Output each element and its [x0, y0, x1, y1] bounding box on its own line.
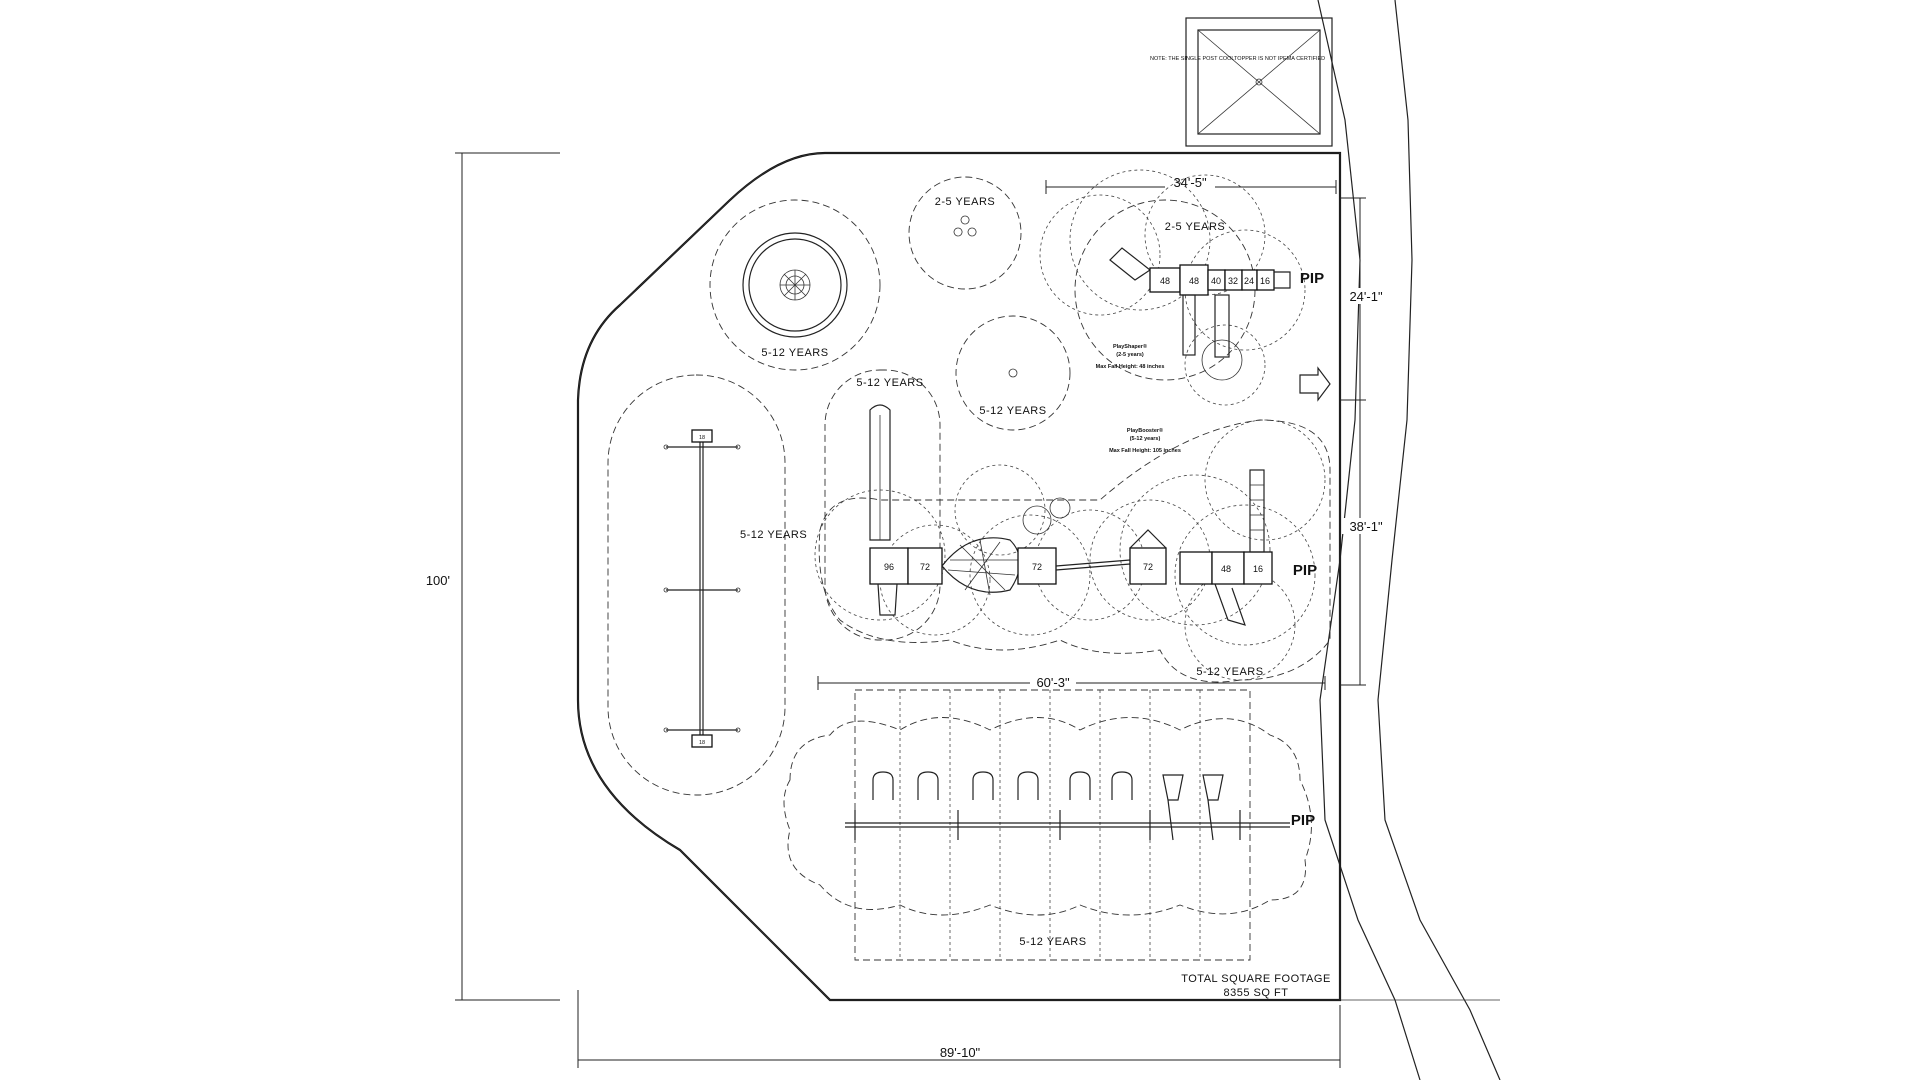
dimension-top: 34'-5"	[1045, 175, 1337, 194]
swing-width-label: 60'-3"	[1036, 675, 1070, 690]
playshaper-fall: Max Fall Height: 48 inches	[1096, 364, 1165, 370]
ps-deck-40: 40	[1211, 276, 1221, 286]
stand-spinner-age: 5-12 YEARS	[979, 405, 1046, 417]
playbooster-age: (5-12 years)	[1130, 436, 1161, 442]
swings-age: 5-12 YEARS	[1019, 936, 1086, 948]
footage-title: TOTAL SQUARE FOOTAGE	[1181, 973, 1331, 985]
dimension-width: 89'-10"	[577, 990, 1341, 1068]
zip-end-bottom: 18	[699, 740, 705, 746]
dimension-right: 24'-1" 38'-1"	[1340, 197, 1388, 686]
pb-deck-48: 48	[1221, 564, 1231, 574]
shade-note: NOTE: THE SINGLE POST COOLTOPPER IS NOT …	[1150, 56, 1325, 62]
zipline-area: 18 18 5-12 YEARS	[607, 374, 807, 796]
stand-up-spinner: 5-12 YEARS	[955, 315, 1071, 431]
shade-structure: NOTE: THE SINGLE POST COOLTOPPER IS NOT …	[1150, 17, 1333, 147]
playshaper-structure: 2-5 YEARS 48 48 40 32 24 16 PIP PlayShap…	[1039, 169, 1331, 406]
playbooster-name: PlayBooster®	[1127, 427, 1163, 434]
swing-set: 60'-3" 5-12 YEARS PIP	[783, 674, 1326, 961]
pip-label-3: PIP	[1291, 812, 1315, 829]
overall-width-label: 89'-10"	[940, 1045, 981, 1060]
slide-zone-age: 5-12 YEARS	[856, 377, 923, 389]
pip-label-1: PIP	[1300, 270, 1324, 287]
pb-deck-96: 96	[884, 562, 894, 572]
dimension-height: 100'	[426, 152, 560, 1001]
square-footage-note: TOTAL SQUARE FOOTAGE 8355 SQ FT	[1181, 973, 1331, 999]
pip-label-2: PIP	[1293, 562, 1317, 579]
slide-zone: 5-12 YEARS	[824, 369, 941, 641]
spinner-bowl: 5-12 YEARS	[709, 199, 881, 371]
ps-deck-48a: 48	[1160, 276, 1170, 286]
footage-value: 8355 SQ FT	[1224, 987, 1289, 999]
playshaper-name: PlayShaper®	[1113, 343, 1147, 350]
playshaper-age-zone: 2-5 YEARS	[1165, 221, 1226, 233]
playbooster-structure: PlayBooster® (5-12 years) Max Fall Heigh…	[814, 419, 1331, 683]
pb-deck-72a: 72	[920, 562, 930, 572]
pb-deck-72c: 72	[1143, 562, 1153, 572]
spinner-bowl-age: 5-12 YEARS	[761, 347, 828, 359]
toddler-spinner-age: 2-5 YEARS	[935, 196, 996, 208]
zipline-age: 5-12 YEARS	[740, 529, 807, 541]
pb-deck-72b: 72	[1032, 562, 1042, 572]
zip-end-top: 18	[699, 435, 705, 441]
playbooster-fall: Max Fall Height: 105 inches	[1109, 448, 1181, 454]
toddler-spinner: 2-5 YEARS	[908, 176, 1022, 290]
right-upper-label: 24'-1"	[1349, 289, 1383, 304]
playground-boundary	[576, 151, 1342, 1002]
ps-deck-48b: 48	[1189, 276, 1199, 286]
playshaper-age: (2-5 years)	[1116, 352, 1144, 358]
ps-deck-32: 32	[1228, 276, 1238, 286]
pb-deck-16: 16	[1253, 564, 1263, 574]
playbooster-age-zone: 5-12 YEARS	[1196, 666, 1263, 678]
top-width-label: 34'-5"	[1173, 175, 1207, 190]
ps-deck-16: 16	[1260, 276, 1270, 286]
right-lower-label: 38'-1"	[1349, 519, 1383, 534]
road-edge	[1290, 0, 1501, 1080]
overall-height-label: 100'	[426, 573, 450, 588]
ps-deck-24: 24	[1244, 276, 1254, 286]
